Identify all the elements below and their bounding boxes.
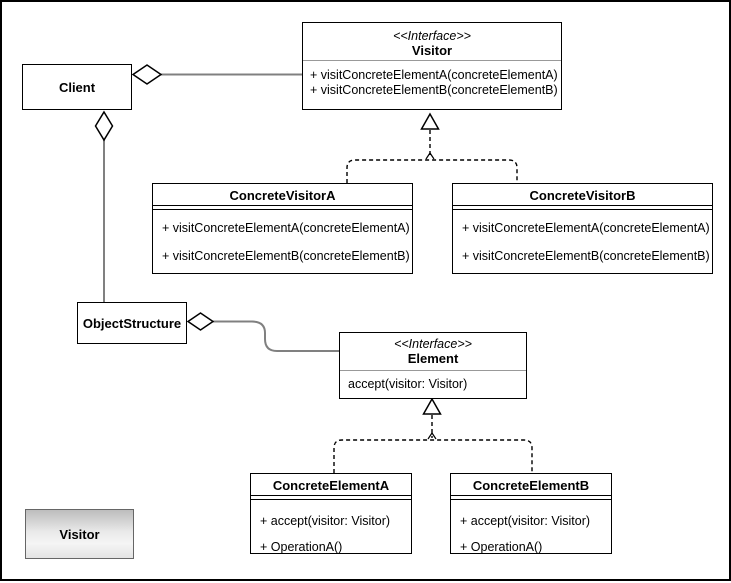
compartment-divider xyxy=(451,496,611,500)
method: + OperationA() xyxy=(260,540,343,554)
compartment-divider xyxy=(153,206,412,210)
class-object-structure-title: ObjectStructure xyxy=(82,315,182,331)
interface-element-header: <<Interface>> Element xyxy=(340,333,526,371)
merge-arrow-icon xyxy=(427,431,437,440)
edge-concreteelements-implement-element xyxy=(333,397,533,473)
stereotype-label: <<Interface>> xyxy=(393,29,471,43)
interface-element: <<Interface>> Element accept(visitor: Vi… xyxy=(339,332,527,399)
class-concrete-visitor-b-methods: + visitConcreteElementA(concreteElementA… xyxy=(453,210,712,270)
class-object-structure: ObjectStructure xyxy=(77,302,187,344)
edge-concretevisitors-implement-visitor xyxy=(346,112,518,183)
class-concrete-element-a: ConcreteElementA + accept(visitor: Visit… xyxy=(250,473,412,554)
interface-visitor-title: Visitor xyxy=(411,43,453,58)
class-concrete-visitor-b: ConcreteVisitorB + visitConcreteElementA… xyxy=(452,183,713,274)
class-client-title: Client xyxy=(58,79,96,95)
method: accept(visitor: Visitor) xyxy=(348,377,468,391)
class-concrete-visitor-a-methods: + visitConcreteElementA(concreteElementA… xyxy=(153,210,412,270)
compartment-divider xyxy=(251,496,411,500)
pattern-name-text: Visitor xyxy=(59,526,100,542)
stereotype-label: <<Interface>> xyxy=(394,337,472,351)
class-concrete-visitor-a: ConcreteVisitorA + visitConcreteElementA… xyxy=(152,183,413,274)
method: + visitConcreteElementA(concreteElementA… xyxy=(162,221,410,235)
edge-client-visitor-aggregation xyxy=(131,64,302,85)
class-concrete-visitor-a-title: ConcreteVisitorA xyxy=(153,184,412,206)
class-concrete-element-a-title: ConcreteElementA xyxy=(251,474,411,496)
class-concrete-element-b-title: ConcreteElementB xyxy=(451,474,611,496)
generalization-triangle-icon xyxy=(420,112,440,130)
aggregation-diamond-icon xyxy=(131,64,163,85)
method: + visitConcreteElementB(concreteElementB… xyxy=(162,249,410,263)
method: + visitConcreteElementA(concreteElementA… xyxy=(462,221,710,235)
method: + OperationA() xyxy=(460,540,543,554)
class-concrete-element-b-methods: + accept(visitor: Visitor) + OperationA(… xyxy=(451,500,611,560)
interface-visitor-header: <<Interface>> Visitor xyxy=(303,23,561,61)
class-concrete-element-b: ConcreteElementB + accept(visitor: Visit… xyxy=(450,473,612,554)
interface-element-methods: accept(visitor: Visitor) xyxy=(340,371,526,392)
edge-objectstructure-element-aggregation xyxy=(186,312,339,352)
generalization-triangle-icon xyxy=(422,397,442,415)
class-client: Client xyxy=(22,64,132,110)
interface-element-title: Element xyxy=(407,351,459,366)
interface-visitor-methods: + visitConcreteElementA(concreteElementA… xyxy=(303,61,561,98)
method: + visitConcreteElementA(concreteElementA… xyxy=(310,68,558,82)
interface-visitor: <<Interface>> Visitor + visitConcreteEle… xyxy=(302,22,562,110)
pattern-name-label: Visitor xyxy=(25,509,134,559)
compartment-divider xyxy=(453,206,712,210)
method: + visitConcreteElementB(concreteElementB… xyxy=(462,249,710,263)
aggregation-diamond-icon xyxy=(186,312,215,331)
method: + visitConcreteElementB(concreteElementB… xyxy=(310,83,558,97)
merge-arrow-icon xyxy=(425,151,435,160)
method: + accept(visitor: Visitor) xyxy=(260,514,391,528)
aggregation-diamond-icon xyxy=(94,110,114,142)
class-concrete-visitor-b-title: ConcreteVisitorB xyxy=(453,184,712,206)
method: + accept(visitor: Visitor) xyxy=(460,514,591,528)
edge-client-objectstructure-aggregation xyxy=(94,110,114,302)
class-concrete-element-a-methods: + accept(visitor: Visitor) + OperationA(… xyxy=(251,500,411,560)
